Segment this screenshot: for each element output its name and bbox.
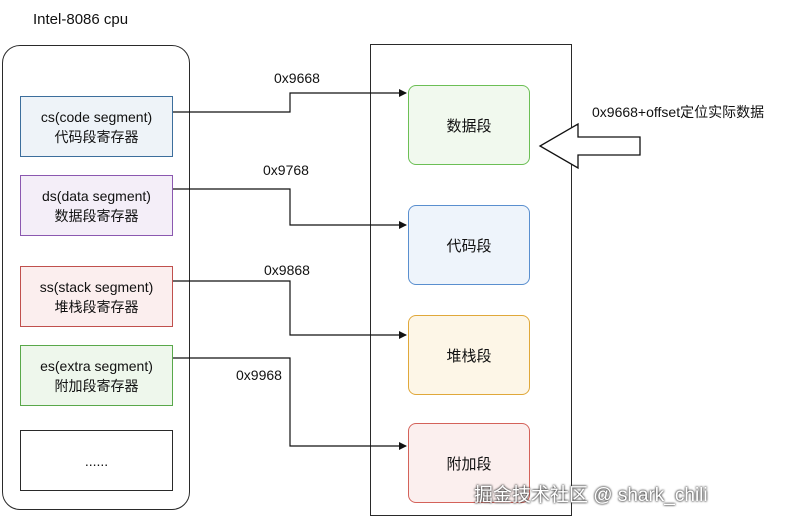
connector-ds (173, 188, 407, 229)
cpu-title: Intel-8086 cpu (33, 11, 129, 28)
connector-cs (173, 89, 407, 113)
memory-container (370, 44, 572, 516)
address-es: 0x9968 (236, 367, 282, 383)
register-ss: ss(stack segment) 堆栈段寄存器 (20, 266, 173, 327)
segment-extra: 附加段 (408, 423, 530, 503)
segment-data: 数据段 (408, 85, 530, 165)
register-es-desc: 附加段寄存器 (54, 377, 139, 394)
connector-ss (173, 280, 407, 339)
offset-arrow (538, 122, 641, 170)
connector-es (173, 357, 407, 450)
register-cs: cs(code segment) 代码段寄存器 (20, 96, 173, 157)
register-ds-name: ds(data segment) (42, 187, 151, 204)
register-es: es(extra segment) 附加段寄存器 (20, 345, 173, 406)
address-ss: 0x9868 (264, 262, 310, 278)
segment-stack: 堆栈段 (408, 315, 530, 395)
watermark: 掘金技术社区 @ shark_chili (474, 485, 708, 506)
register-ds: ds(data segment) 数据段寄存器 (20, 175, 173, 236)
register-more-label: ...... (84, 452, 109, 469)
address-cs: 0x9668 (274, 70, 320, 86)
register-ss-name: ss(stack segment) (39, 278, 154, 295)
offset-note: 0x9668+offset定位实际数据 (592, 104, 765, 120)
address-ds: 0x9768 (263, 162, 309, 178)
cpu-container (2, 45, 190, 510)
register-ds-desc: 数据段寄存器 (54, 207, 139, 224)
register-ss-desc: 堆栈段寄存器 (54, 298, 139, 315)
register-more: ...... (20, 430, 173, 491)
segment-code: 代码段 (408, 205, 530, 285)
register-cs-desc: 代码段寄存器 (54, 128, 139, 145)
register-cs-name: cs(code segment) (40, 108, 153, 125)
register-es-name: es(extra segment) (40, 357, 153, 374)
